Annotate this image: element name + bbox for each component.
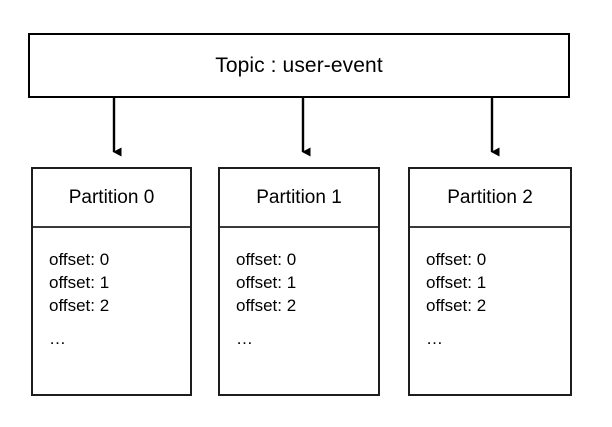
offset-entry: offset: 0 xyxy=(236,250,297,269)
partition-title-2: Partition 2 xyxy=(447,187,533,208)
offset-more-indicator: … xyxy=(426,329,444,348)
partition-body-2: offset: 0 offset: 1 offset: 2 … xyxy=(410,228,570,394)
offset-more-indicator: … xyxy=(49,329,67,348)
topic-box: Topic : user-event xyxy=(28,33,570,98)
offset-more-indicator: … xyxy=(236,329,254,348)
topic-label: Topic : user-event xyxy=(215,54,383,77)
offset-entry: offset: 0 xyxy=(49,250,110,269)
partition-box-2: Partition 2 offset: 0 offset: 1 offset: … xyxy=(408,167,572,396)
offset-entry: offset: 2 xyxy=(49,296,110,315)
offset-entry: offset: 0 xyxy=(426,250,487,269)
partition-header-2: Partition 2 xyxy=(410,169,570,228)
partition-box-1: Partition 1 offset: 0 offset: 1 offset: … xyxy=(218,167,380,396)
partition-body-0: offset: 0 offset: 1 offset: 2 … xyxy=(33,228,190,394)
partition-header-1: Partition 1 xyxy=(220,169,378,228)
offset-entry: offset: 2 xyxy=(236,296,297,315)
partition-header-0: Partition 0 xyxy=(33,169,190,228)
partition-title-0: Partition 0 xyxy=(68,187,155,208)
partition-body-1: offset: 0 offset: 1 offset: 2 … xyxy=(220,228,378,394)
offset-entry: offset: 1 xyxy=(49,273,110,292)
partition-box-0: Partition 0 offset: 0 offset: 1 offset: … xyxy=(31,167,192,396)
partition-title-1: Partition 1 xyxy=(256,187,342,208)
offset-entry: offset: 1 xyxy=(236,273,297,292)
offset-entry: offset: 2 xyxy=(426,296,487,315)
offset-entry: offset: 1 xyxy=(426,273,487,292)
